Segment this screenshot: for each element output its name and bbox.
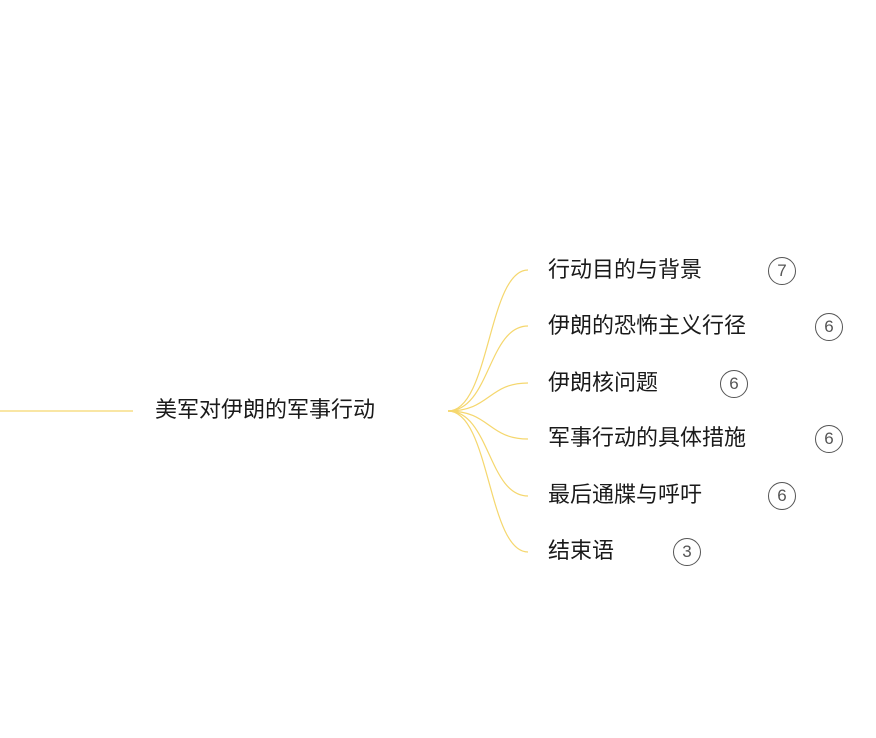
branch-label: 行动目的与背景 — [548, 258, 703, 283]
branch-ultimatum-appeal[interactable]: 最后通牒与呼吁 — [548, 481, 702, 511]
collapse-count-badge[interactable]: 6 — [768, 482, 796, 510]
branch-conclusion[interactable]: 结束语 — [548, 537, 614, 567]
branch-label: 军事行动的具体措施 — [548, 426, 747, 451]
branch-military-measures[interactable]: 军事行动的具体措施 — [548, 424, 746, 454]
branch-connector-5 — [447, 410, 529, 553]
collapse-count-badge[interactable]: 7 — [768, 257, 796, 285]
branch-connector-0 — [447, 269, 529, 412]
branch-iran-terrorism[interactable]: 伊朗的恐怖主义行径 — [548, 312, 746, 342]
branch-label: 最后通牒与呼吁 — [548, 483, 703, 508]
root-topic[interactable]: 美军对伊朗的军事行动 — [155, 398, 376, 423]
branch-connector-1 — [447, 325, 529, 412]
branch-label: 伊朗核问题 — [548, 371, 659, 396]
collapse-count-badge[interactable]: 3 — [673, 538, 701, 566]
collapse-count-badge[interactable]: 6 — [815, 313, 843, 341]
branch-connector-2 — [447, 382, 529, 412]
branch-purpose-background[interactable]: 行动目的与背景 — [548, 256, 702, 286]
branch-label: 伊朗的恐怖主义行径 — [548, 314, 747, 339]
branch-label: 结束语 — [548, 539, 615, 564]
collapse-count-badge[interactable]: 6 — [720, 370, 748, 398]
branch-connector-4 — [447, 410, 529, 497]
collapse-count-badge[interactable]: 6 — [815, 425, 843, 453]
branch-iran-nuclear-issue[interactable]: 伊朗核问题 — [548, 369, 658, 399]
branch-connector-3 — [447, 410, 529, 440]
